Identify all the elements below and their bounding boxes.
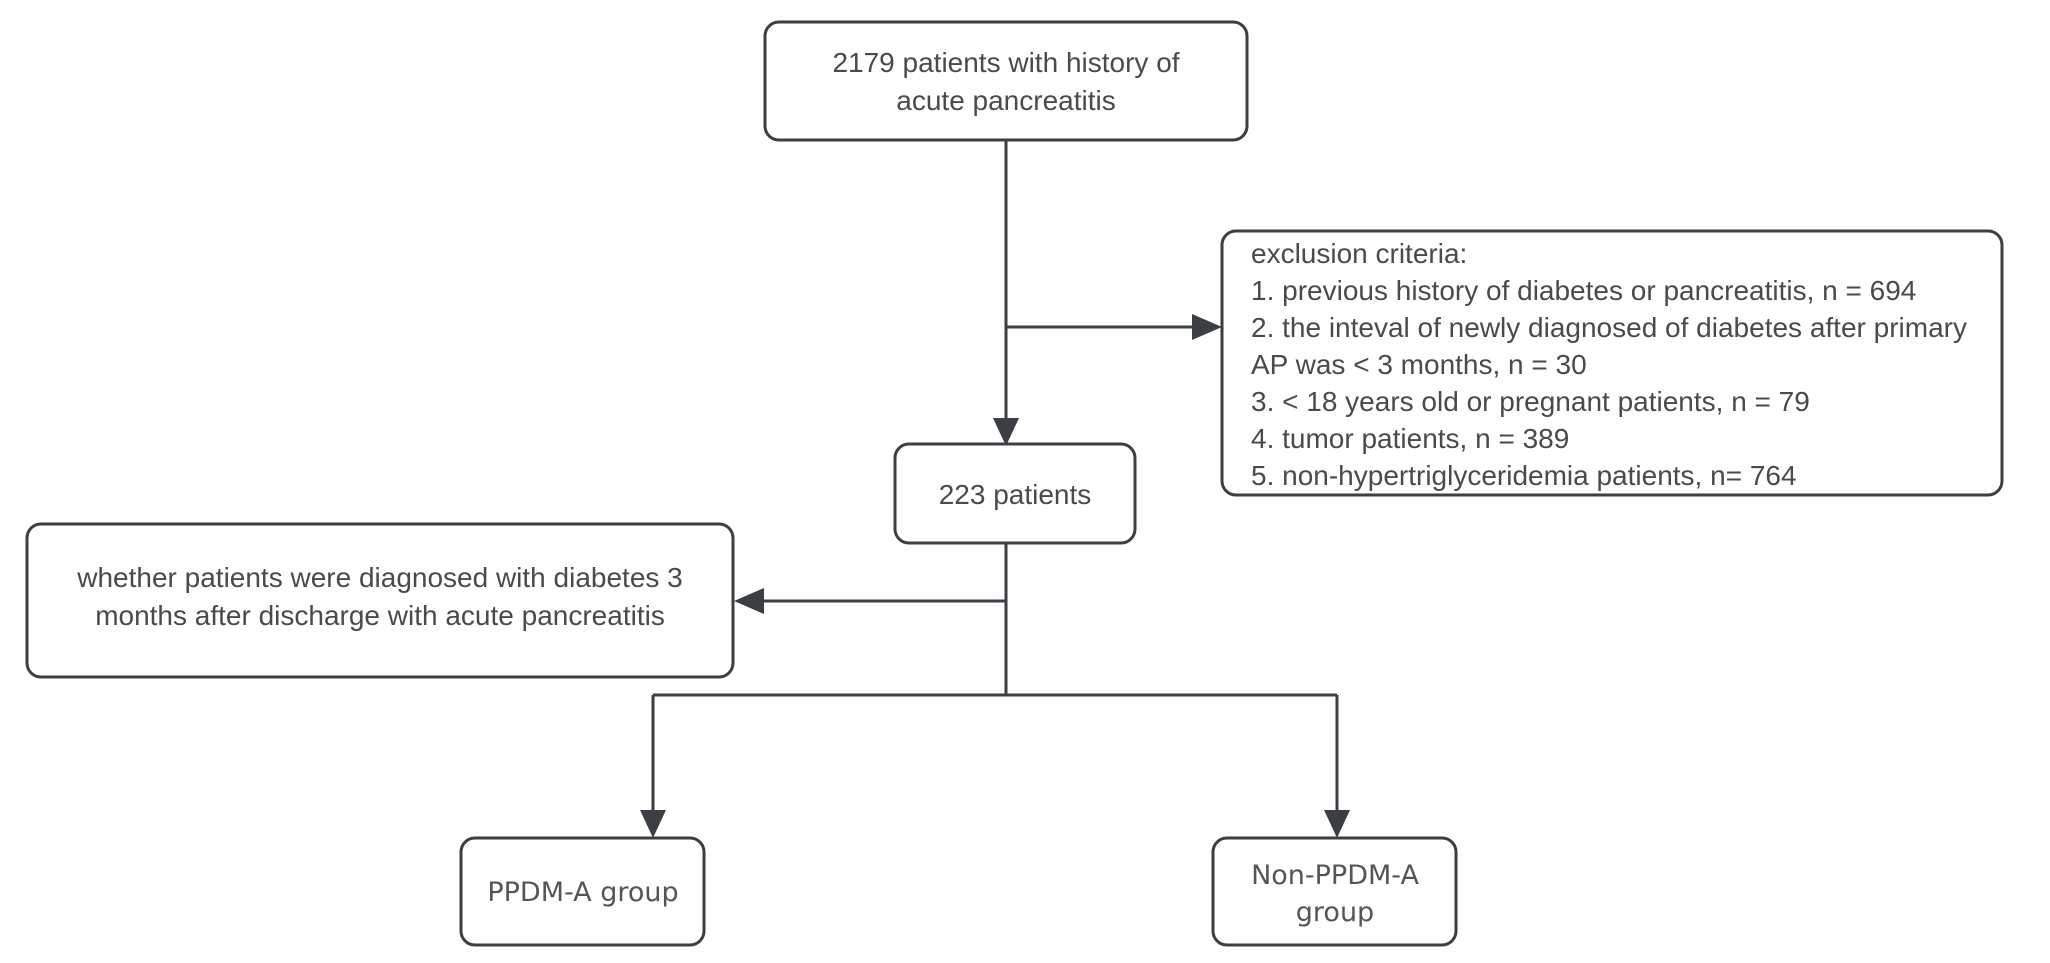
ppdm-a-group-label: PPDM-A group (487, 877, 678, 908)
node-followup-assessment[interactable]: whether patients were diagnosed with dia… (25, 522, 735, 679)
arrowhead-into-ppdma (640, 810, 666, 838)
non-ppdm-a-group-box[interactable] (1211, 836, 1458, 947)
ppdm-a-group-box[interactable] (459, 836, 706, 947)
arrowhead-into-nonppdma (1324, 810, 1350, 838)
exclusion-criteria-box[interactable] (1220, 229, 2004, 497)
included-patients-box[interactable] (893, 442, 1137, 545)
exclusion-line-6: 5. non-hypertriglyceridemia patients, n=… (1251, 460, 1797, 491)
exclusion-line-1: 1. previous history of diabetes or pancr… (1251, 275, 1916, 306)
node-ppdm-a-group[interactable]: PPDM-A group (459, 836, 706, 947)
followup-line-2: months after discharge with acute pancre… (95, 600, 665, 631)
followup-assessment-box[interactable] (25, 522, 735, 679)
followup-line-1: whether patients were diagnosed with dia… (76, 562, 683, 593)
exclusion-line-5: 4. tumor patients, n = 389 (1251, 423, 1569, 454)
exclusion-line-0: exclusion criteria: (1251, 238, 1467, 269)
node-included-patients[interactable]: 223 patients (893, 442, 1137, 545)
node-initial-cohort[interactable]: 2179 patients with history of acute panc… (763, 20, 1249, 142)
non-ppdm-a-group-line-2: group (1296, 897, 1374, 928)
initial-cohort-line-1: 2179 patients with history of (832, 47, 1179, 78)
connector-layer (640, 140, 1350, 838)
exclusion-line-2: 2. the inteval of newly diagnosed of dia… (1251, 312, 1967, 343)
arrowhead-into-included (993, 418, 1019, 446)
arrowhead-into-followup (734, 588, 764, 614)
arrowhead-into-exclusion (1192, 314, 1222, 340)
initial-cohort-line-2: acute pancreatitis (896, 85, 1115, 116)
exclusion-line-3: AP was < 3 months, n = 30 (1251, 349, 1587, 380)
node-non-ppdm-a-group[interactable]: Non-PPDM-A group (1211, 836, 1458, 947)
node-exclusion-criteria[interactable]: exclusion criteria: 1. previous history … (1220, 229, 2004, 497)
initial-cohort-box[interactable] (763, 20, 1249, 142)
exclusion-line-4: 3. < 18 years old or pregnant patients, … (1251, 386, 1810, 417)
non-ppdm-a-group-line-1: Non-PPDM-A (1251, 860, 1419, 891)
included-patients-label: 223 patients (939, 479, 1092, 510)
